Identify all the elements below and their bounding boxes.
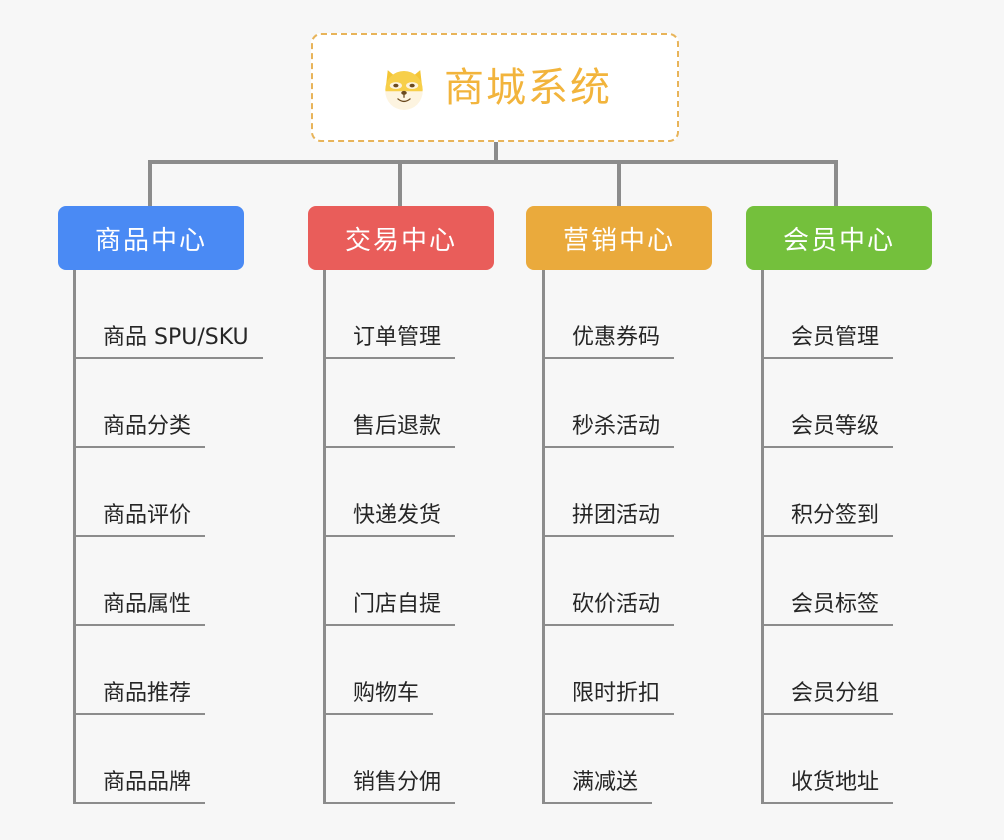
root-node[interactable]: 商城系统	[311, 33, 679, 142]
leaf-label: 会员分组	[791, 680, 880, 706]
shiba-dog-icon	[378, 62, 430, 114]
branch-spine-4	[761, 270, 764, 804]
leaf-label: 砍价活动	[572, 591, 661, 617]
leaf-label: 商品 SPU/SKU	[103, 324, 249, 350]
leaf-label: 商品属性	[103, 591, 192, 617]
leaf-label: 会员管理	[791, 324, 880, 350]
leaf-node[interactable]: 商品 SPU/SKU	[73, 270, 263, 359]
leaf-label: 门店自提	[353, 591, 442, 617]
branch-node-2[interactable]: 交易中心	[308, 206, 494, 270]
leaf-node[interactable]: 快递发货	[323, 448, 456, 537]
leaf-node[interactable]: 限时折扣	[542, 626, 675, 715]
leaf-node[interactable]: 商品评价	[73, 448, 206, 537]
branch-spine-1	[73, 270, 76, 804]
leaf-label: 会员等级	[791, 413, 880, 439]
leaf-node[interactable]: 会员等级	[761, 359, 894, 448]
leaf-node[interactable]: 秒杀活动	[542, 359, 675, 448]
connector-drop-4	[834, 160, 838, 207]
root-title: 商城系统	[444, 64, 612, 111]
connector-drop-3	[617, 160, 621, 207]
leaf-node[interactable]: 订单管理	[323, 270, 456, 359]
branch-label-2: 交易中心	[344, 225, 457, 256]
branch-spine-3	[542, 270, 545, 804]
leaf-node[interactable]: 商品推荐	[73, 626, 206, 715]
leaf-label: 收货地址	[791, 769, 880, 795]
leaf-node[interactable]: 售后退款	[323, 359, 456, 448]
leaf-label: 秒杀活动	[572, 413, 661, 439]
leaf-node[interactable]: 购物车	[323, 626, 434, 715]
leaf-label: 限时折扣	[572, 680, 661, 706]
leaf-label: 购物车	[353, 680, 420, 706]
branch-label-1: 商品中心	[94, 225, 207, 256]
connector-horizontal-bus	[148, 160, 838, 164]
leaf-node[interactable]: 砍价活动	[542, 537, 675, 626]
leaf-label: 商品分类	[103, 413, 192, 439]
leaf-node[interactable]: 门店自提	[323, 537, 456, 626]
branch-node-1[interactable]: 商品中心	[58, 206, 244, 270]
root-node-content: 商城系统	[378, 62, 612, 114]
branch-label-3: 营销中心	[562, 225, 675, 256]
branch-spine-2	[323, 270, 326, 804]
leaf-label: 商品推荐	[103, 680, 192, 706]
leaf-label: 售后退款	[353, 413, 442, 439]
leaf-node[interactable]: 商品品牌	[73, 715, 206, 804]
branch-node-3[interactable]: 营销中心	[526, 206, 712, 270]
connector-drop-1	[148, 160, 152, 207]
branch-node-4[interactable]: 会员中心	[746, 206, 932, 270]
leaf-label: 销售分佣	[353, 769, 442, 795]
leaf-label: 快递发货	[353, 502, 442, 528]
leaf-node[interactable]: 优惠券码	[542, 270, 675, 359]
branch-label-4: 会员中心	[782, 225, 895, 256]
leaf-label: 满减送	[572, 769, 639, 795]
leaf-node[interactable]: 销售分佣	[323, 715, 456, 804]
leaf-node[interactable]: 会员标签	[761, 537, 894, 626]
leaf-node[interactable]: 拼团活动	[542, 448, 675, 537]
leaf-label: 积分签到	[791, 502, 880, 528]
connector-drop-2	[398, 160, 402, 207]
leaf-node[interactable]: 收货地址	[761, 715, 894, 804]
leaf-node[interactable]: 会员分组	[761, 626, 894, 715]
leaf-label: 会员标签	[791, 591, 880, 617]
leaf-node[interactable]: 满减送	[542, 715, 653, 804]
connector-root-stem	[494, 142, 498, 162]
leaf-node[interactable]: 商品属性	[73, 537, 206, 626]
leaf-label: 订单管理	[353, 324, 442, 350]
leaf-label: 商品评价	[103, 502, 192, 528]
leaf-label: 拼团活动	[572, 502, 661, 528]
leaf-label: 优惠券码	[572, 324, 661, 350]
leaf-node[interactable]: 会员管理	[761, 270, 894, 359]
leaf-node[interactable]: 积分签到	[761, 448, 894, 537]
leaf-node[interactable]: 商品分类	[73, 359, 206, 448]
leaf-label: 商品品牌	[103, 769, 192, 795]
